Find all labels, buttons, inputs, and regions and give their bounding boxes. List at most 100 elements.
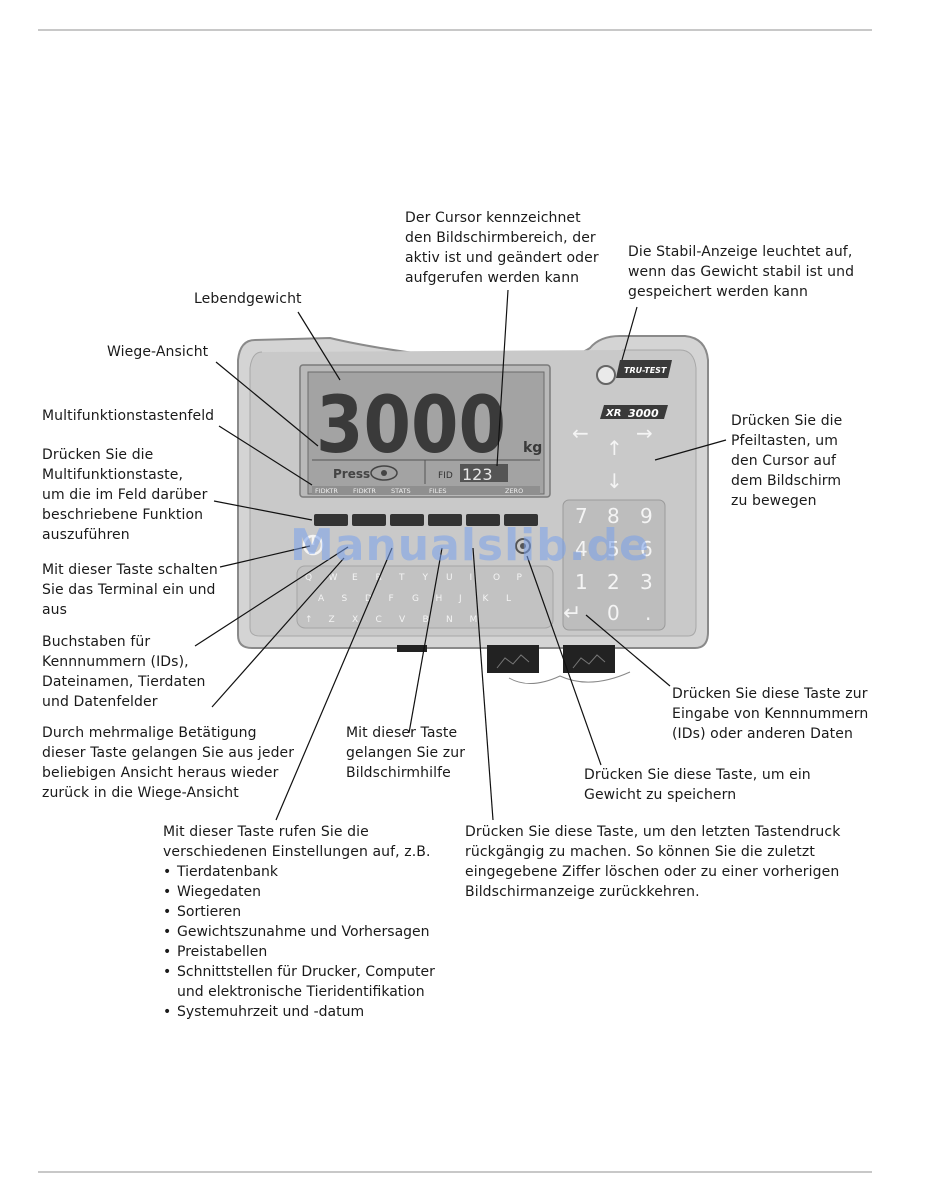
letter-key[interactable]: J bbox=[458, 594, 462, 604]
settings-item: Schnittstellen für Drucker, Computer bbox=[163, 962, 435, 982]
label-power: Mit dieser Taste schalten Sie das Termin… bbox=[42, 562, 218, 618]
letter-key[interactable]: X bbox=[352, 615, 358, 625]
label-help: Mit dieser Taste gelangen Sie zur Bildsc… bbox=[346, 725, 466, 781]
label-enter: Drücken Sie diese Taste zur Eingabe von … bbox=[672, 686, 869, 742]
softkey-button-group bbox=[314, 514, 538, 526]
softkey-button[interactable] bbox=[390, 514, 424, 526]
display-press: Press bbox=[333, 467, 370, 481]
settings-item: Tierdatenbank bbox=[163, 862, 435, 882]
keypad-key[interactable]: 6 bbox=[640, 537, 653, 561]
keypad-key[interactable]: 4 bbox=[575, 537, 588, 561]
letter-key[interactable]: P bbox=[517, 573, 523, 583]
letter-key[interactable]: Q bbox=[305, 573, 312, 583]
label-softkey-field: Multifunktionstastenfeld bbox=[42, 408, 215, 424]
keypad-key[interactable]: . bbox=[645, 601, 651, 625]
softkey-label: ZERO bbox=[505, 487, 523, 495]
letter-key[interactable]: V bbox=[399, 615, 406, 625]
bottom-rule bbox=[38, 1171, 872, 1173]
label-letters: Buchstaben für Kennnummern (IDs), Datein… bbox=[42, 634, 206, 710]
arrow-right-key: → bbox=[636, 421, 653, 445]
stable-indicator bbox=[596, 365, 616, 385]
display-weight: 3000 bbox=[316, 381, 506, 471]
letter-key[interactable]: I bbox=[470, 573, 473, 583]
connector-left bbox=[487, 645, 539, 673]
model-number: 3000 bbox=[628, 407, 659, 420]
softkey-label: STATS bbox=[391, 487, 411, 495]
letter-key[interactable]: ↑ bbox=[305, 615, 313, 625]
softkey-button[interactable] bbox=[428, 514, 462, 526]
keypad-key[interactable]: 9 bbox=[640, 504, 653, 528]
letter-key[interactable]: L bbox=[506, 594, 511, 604]
letter-key[interactable]: B bbox=[423, 615, 429, 625]
display-field-value: 123 bbox=[462, 465, 493, 484]
softkey-label: FIDKTR bbox=[353, 487, 376, 495]
letter-key[interactable]: F bbox=[389, 594, 394, 604]
connector-right bbox=[563, 645, 615, 673]
model-prefix: XR bbox=[605, 408, 621, 419]
label-stable: Die Stabil-Anzeige leuchtet auf, wenn da… bbox=[628, 244, 855, 300]
softkey-button[interactable] bbox=[352, 514, 386, 526]
letter-key[interactable]: E bbox=[352, 573, 358, 583]
keypad-key[interactable]: 2 bbox=[607, 570, 620, 594]
settings-item: Preistabellen bbox=[163, 942, 435, 962]
keypad-key[interactable]: 0 bbox=[607, 601, 620, 625]
softkey-button[interactable] bbox=[504, 514, 538, 526]
letter-keyboard bbox=[296, 565, 554, 629]
settings-item: Sortieren bbox=[163, 902, 435, 922]
letter-key[interactable]: W bbox=[329, 573, 338, 583]
letter-key[interactable]: G bbox=[412, 594, 419, 604]
label-weigh-view: Wiege-Ansicht bbox=[107, 344, 209, 360]
letter-key[interactable]: Y bbox=[422, 573, 429, 583]
keypad-key[interactable]: 5 bbox=[607, 537, 620, 561]
label-live-weight: Lebendgewicht bbox=[194, 291, 302, 307]
save-weight-key bbox=[515, 538, 531, 554]
settings-list: Tierdatenbank Wiegedaten Sortieren Gewic… bbox=[163, 862, 435, 1022]
keypad-key[interactable]: 8 bbox=[607, 504, 620, 528]
display-unit: kg bbox=[523, 440, 542, 456]
brand-logo: TRU-TEST bbox=[624, 366, 667, 375]
keypad-key[interactable]: 3 bbox=[640, 570, 653, 594]
label-settings: Mit dieser Taste rufen Sie die verschied… bbox=[163, 824, 431, 860]
arrow-down-key: ↓ bbox=[606, 469, 623, 493]
label-cursor: Der Cursor kennzeichnet den Bildschirmbe… bbox=[405, 210, 599, 286]
keypad-key[interactable]: 1 bbox=[575, 570, 588, 594]
settings-item-continuation: und elektronische Tieridentifikation bbox=[177, 984, 425, 1000]
letter-key[interactable]: U bbox=[446, 573, 453, 583]
label-save: Drücken Sie diese Taste, um ein Gewicht … bbox=[584, 767, 811, 803]
numeric-keypad bbox=[562, 499, 666, 631]
letter-key[interactable]: Z bbox=[329, 615, 335, 625]
letter-key[interactable]: O bbox=[493, 573, 500, 583]
letter-key[interactable]: H bbox=[436, 594, 443, 604]
softkey-label: FILES bbox=[429, 487, 447, 495]
label-arrow-keys: Drücken Sie die Pfeiltasten, um den Curs… bbox=[731, 413, 843, 509]
letter-key[interactable]: D bbox=[365, 594, 372, 604]
softkey-label-group: FIDKTR FIDKTR STATS FILES ZERO bbox=[315, 487, 523, 495]
label-back: Durch mehrmalige Betätigung dieser Taste… bbox=[42, 725, 295, 801]
softkey-label: FIDKTR bbox=[315, 487, 338, 495]
settings-item: Wiegedaten bbox=[163, 882, 435, 902]
label-softkey: Drücken Sie die Multifunktionstaste, um … bbox=[42, 447, 208, 543]
letter-key[interactable]: K bbox=[483, 594, 490, 604]
enter-key: ↵ bbox=[563, 601, 581, 626]
leader-lines bbox=[194, 289, 727, 821]
top-rule bbox=[38, 29, 872, 31]
settings-item: Gewichtszunahme und Vorhersagen bbox=[163, 922, 435, 942]
letter-key[interactable]: A bbox=[318, 594, 325, 604]
letter-key[interactable]: N bbox=[446, 615, 453, 625]
display-fid: FID bbox=[438, 471, 453, 481]
label-undo: Drücken Sie diese Taste, um den letzten … bbox=[465, 824, 841, 900]
softkey-button[interactable] bbox=[314, 514, 348, 526]
letter-key[interactable]: M bbox=[470, 615, 478, 625]
settings-item: Systemuhrzeit und -datum bbox=[163, 1002, 435, 1022]
letter-key[interactable]: T bbox=[398, 573, 405, 583]
arrow-up-key: ↑ bbox=[606, 436, 623, 460]
letter-key[interactable]: S bbox=[342, 594, 348, 604]
watermark: Manualslib.de bbox=[290, 520, 650, 571]
arrow-left-key: ← bbox=[572, 421, 589, 445]
keypad-key[interactable]: 7 bbox=[575, 504, 588, 528]
letter-key[interactable]: C bbox=[376, 615, 382, 625]
softkey-button[interactable] bbox=[466, 514, 500, 526]
